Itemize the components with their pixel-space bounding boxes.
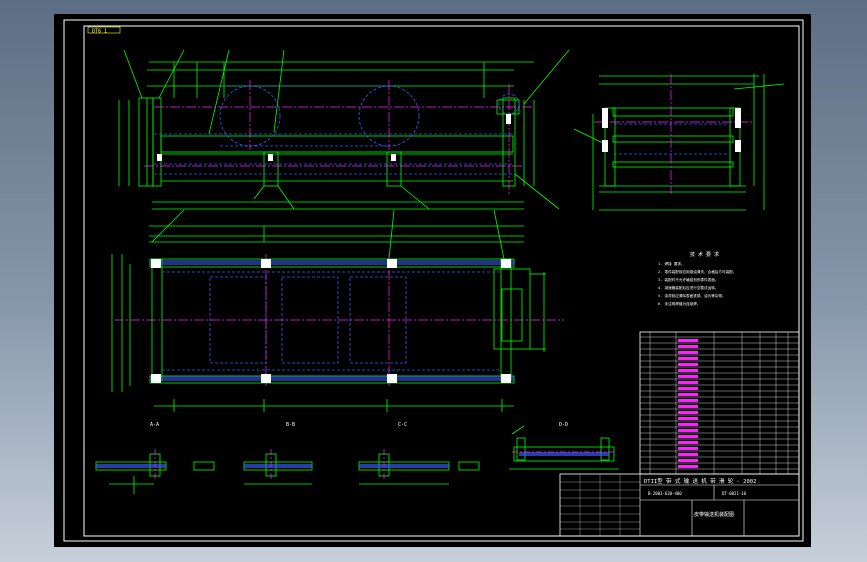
title-code-2: DT-0021-10	[722, 491, 747, 496]
tech-line-2: 2. 零件装配前应用煤油清洗，合格后方可装配。	[658, 269, 736, 274]
tech-line-5: 5. 涂漆前应清除表面铁锈、油污等杂物。	[658, 293, 726, 298]
section-label-b: B-B	[286, 422, 295, 428]
outer-border	[63, 19, 804, 542]
border-tag-box	[87, 26, 121, 34]
plan-chain	[150, 260, 514, 381]
front-bolts	[157, 114, 511, 161]
cad-drawing: DT6 1	[63, 19, 804, 542]
side-view	[573, 74, 785, 211]
section-label-c: C-C	[398, 422, 407, 428]
section-label-d: D-D	[559, 422, 568, 428]
section-details: A-A B-B C-C D-D	[95, 422, 619, 494]
tech-title: 技 术 要 求	[690, 251, 719, 258]
technical-requirements: 技 术 要 求 1. 焊接 要求。 2. 零件装配前应用煤油清洗，合格后方可装配…	[658, 251, 736, 306]
title-code: B-2003-630-400	[648, 491, 682, 496]
tech-line-6: 6. 未注明焊缝为连续焊。	[658, 301, 700, 306]
inner-border	[83, 25, 800, 537]
parts-list	[639, 331, 800, 475]
title-block: DTII型 带 式 输 送 机 带 滑 轮 - 2002 B-2003-630-…	[559, 473, 800, 537]
section-label-a: A-A	[150, 422, 159, 428]
front-view	[118, 49, 570, 210]
title-main: DTII型 带 式 输 送 机 带 滑 轮 - 2002	[644, 477, 756, 485]
tech-line-1: 1. 焊接 要求。	[658, 261, 685, 266]
border-tag: DT6 1	[92, 29, 107, 35]
tech-line-3: 3. 装配时不允许磕碰划伤零件表面。	[658, 277, 718, 282]
cad-viewport[interactable]: DT6 1	[54, 14, 811, 547]
tech-line-4: 4. 减速器装配后应进行空载试运转。	[658, 285, 718, 290]
title-bottom: 皮带输送机装配图	[694, 511, 734, 518]
plan-view	[111, 209, 564, 412]
